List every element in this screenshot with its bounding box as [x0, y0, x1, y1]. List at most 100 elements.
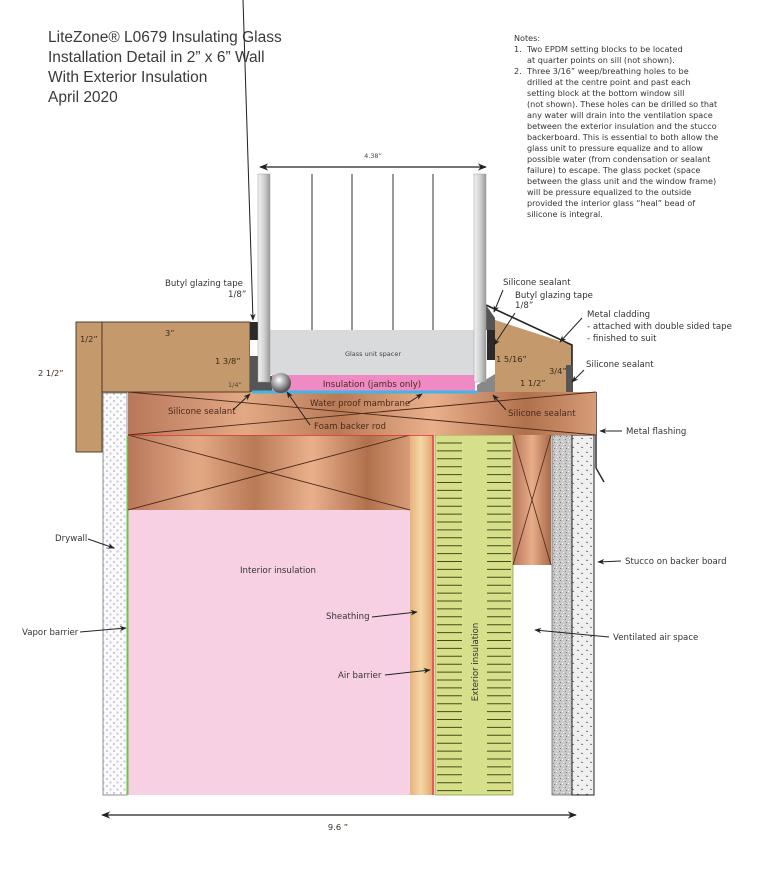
dim-exterior-stop-height: 1 5/16”: [496, 354, 527, 364]
furring-cross-line: [512, 434, 552, 566]
label-metal-cladding: Metal cladding: [587, 310, 650, 320]
note-2-line: between the exterior insulation and the …: [527, 121, 717, 131]
label-silicone-right: Silicone sealant: [586, 360, 654, 370]
leader-silicone-left: [232, 393, 251, 411]
label-sheathing: Sheathing: [326, 612, 370, 622]
leader-sheathing: [371, 609, 418, 618]
glass-spacer-label: Glass unit spacer: [345, 350, 401, 358]
drywall: [102, 392, 128, 796]
leader-butyl-left: [242, 0, 256, 321]
note-2-line: (not shown). These holes can be drilled …: [527, 99, 717, 109]
note-2-line: setting block at the bottom window sill: [527, 88, 684, 98]
label-metal-cladding-note1: - attached with double sided tape: [587, 322, 732, 332]
dim-interior-stop-thickness: 1/2”: [80, 334, 98, 344]
label-air-barrier: Air barrier: [338, 671, 382, 681]
silicone-top-right: [486, 305, 495, 330]
foam-backer-rod: [271, 373, 291, 393]
note-2-line: silicone is integral.: [527, 209, 603, 219]
title-line-3: With Exterior Insulation: [48, 69, 207, 86]
jamb-insulation-label: Insulation (jambs only): [323, 380, 421, 390]
leader-waterproof-membrane: [407, 393, 423, 404]
metal-flashing: [595, 392, 605, 483]
lumber-cross-line: [127, 434, 411, 511]
glass-width-label: 4.38”: [364, 152, 382, 160]
note-2-line: between the glass unit and the window fr…: [527, 176, 716, 186]
wall-width-label: 9.6 ”: [328, 822, 348, 832]
butyl-tape-right: [487, 330, 495, 360]
note-2-line: glass unit to pressure equalize and to a…: [527, 143, 703, 153]
note-2-number: 2.: [514, 66, 522, 76]
dim-exterior-stop-front: 3/4”: [549, 366, 567, 376]
leader-silicone-right: [571, 369, 585, 383]
title-line-4: April 2020: [48, 89, 118, 106]
label-silicone-left: Silicone sealant: [168, 407, 236, 417]
leader-vapor-barrier: [79, 625, 127, 633]
glass-pane-interior: [257, 173, 271, 383]
leader-air-barrier: [384, 667, 431, 676]
sheathing: [410, 435, 432, 795]
glass-unit-spacer: [270, 330, 477, 375]
exterior-insulation-hatch: [437, 442, 511, 792]
glass-pane-exterior: [473, 173, 487, 383]
sill-cross-line: [127, 391, 597, 436]
leader-metal-cladding: [559, 317, 583, 343]
label-silicone-bottom-right: Silicone sealant: [508, 409, 576, 419]
note-2-line: will be pressure equalized to the outsid…: [527, 187, 691, 197]
interior-sill: [101, 321, 251, 393]
notes-heading: Notes:: [514, 33, 540, 43]
silicone-right: [566, 365, 572, 392]
note-2-line: backerboard. This is essential to both a…: [527, 132, 718, 142]
exterior-insulation-label: Exterior insulation: [471, 623, 481, 702]
leader-butyl-right: [493, 312, 516, 346]
label-drywall: Drywall: [55, 534, 87, 544]
dim-exterior-stop-depth: 1 1/2”: [520, 378, 546, 388]
label-interior-insulation: Interior insulation: [240, 566, 316, 576]
silicone-bottom-right: [477, 374, 495, 392]
note-2-line: any water will drain into the ventilatio…: [527, 110, 713, 120]
label-metal-cladding-note2: - finished to suit: [587, 334, 657, 344]
label-butyl-tape-right: Butyl glazing tape: [515, 291, 593, 301]
leader-drywall: [87, 538, 115, 549]
backer-board: [551, 434, 573, 796]
label-metal-flashing: Metal flashing: [626, 427, 686, 437]
label-butyl-tape-right-size: 1/8”: [515, 301, 533, 311]
dim-sill-height: 2 1/2”: [38, 368, 64, 378]
note-2-line: failure) to escape. The glass pocket (sp…: [527, 165, 700, 175]
notes-block: Notes: 1. Two EPDM setting blocks to be …: [514, 33, 718, 219]
note-1-line: at quarter points on sill (not shown).: [527, 55, 675, 65]
note-1-line: Two EPDM setting blocks to be located: [526, 44, 683, 54]
butyl-tape-left-upper: [250, 322, 258, 340]
label-foam-backer-rod: Foam backer rod: [314, 422, 386, 432]
leader-foam-backer-rod: [286, 391, 311, 426]
note-2-line: possible water (from condensation or sea…: [527, 154, 710, 164]
title-block: LiteZone® L0679 Insulating Glass Install…: [48, 29, 282, 106]
leader-stucco: [597, 558, 622, 565]
note-2-line: provided the interior glass “heal” bead …: [527, 198, 695, 208]
stucco: [571, 434, 595, 796]
leader-ventilated-air-space: [534, 627, 610, 638]
leader-silicone-bottom-right: [492, 394, 507, 411]
label-butyl-tape-left: Butyl glazing tape: [165, 279, 243, 289]
interior-insulation: [128, 510, 410, 795]
label-ventilated-air-space: Ventilated air space: [613, 633, 698, 643]
glass-width-dimension: 4.38”: [259, 152, 487, 171]
interior-stop: [75, 321, 103, 453]
note-1-number: 1.: [514, 44, 522, 54]
butyl-tape-left-lower: [250, 356, 258, 382]
note-2-line: drilled at the centre point and past eac…: [527, 77, 691, 87]
dim-interior-sill-depth: 3”: [165, 328, 175, 338]
wall-width-dimension: 9.6 ”: [101, 811, 577, 832]
exterior-stop: [495, 320, 572, 392]
leader-silicone-top-right: [493, 289, 504, 313]
jamb-insulation: [272, 375, 475, 392]
label-silicone-top-right: Silicone sealant: [503, 278, 571, 288]
label-stucco: Stucco on backer board: [625, 557, 727, 567]
dim-interior-stop-height: 1 3/8”: [215, 356, 241, 366]
dim-interior-gap: 1/4”: [228, 381, 242, 389]
label-waterproof-membrane: Water proof mambrane: [310, 399, 410, 409]
label-butyl-tape-left-size: 1/8”: [228, 290, 246, 300]
title-line-1: LiteZone® L0679 Insulating Glass: [48, 29, 282, 46]
title-line-2: Installation Detail in 2” x 6” Wall: [48, 49, 265, 66]
note-2-line: Three 3/16” weep/breathing holes to be: [526, 66, 689, 76]
